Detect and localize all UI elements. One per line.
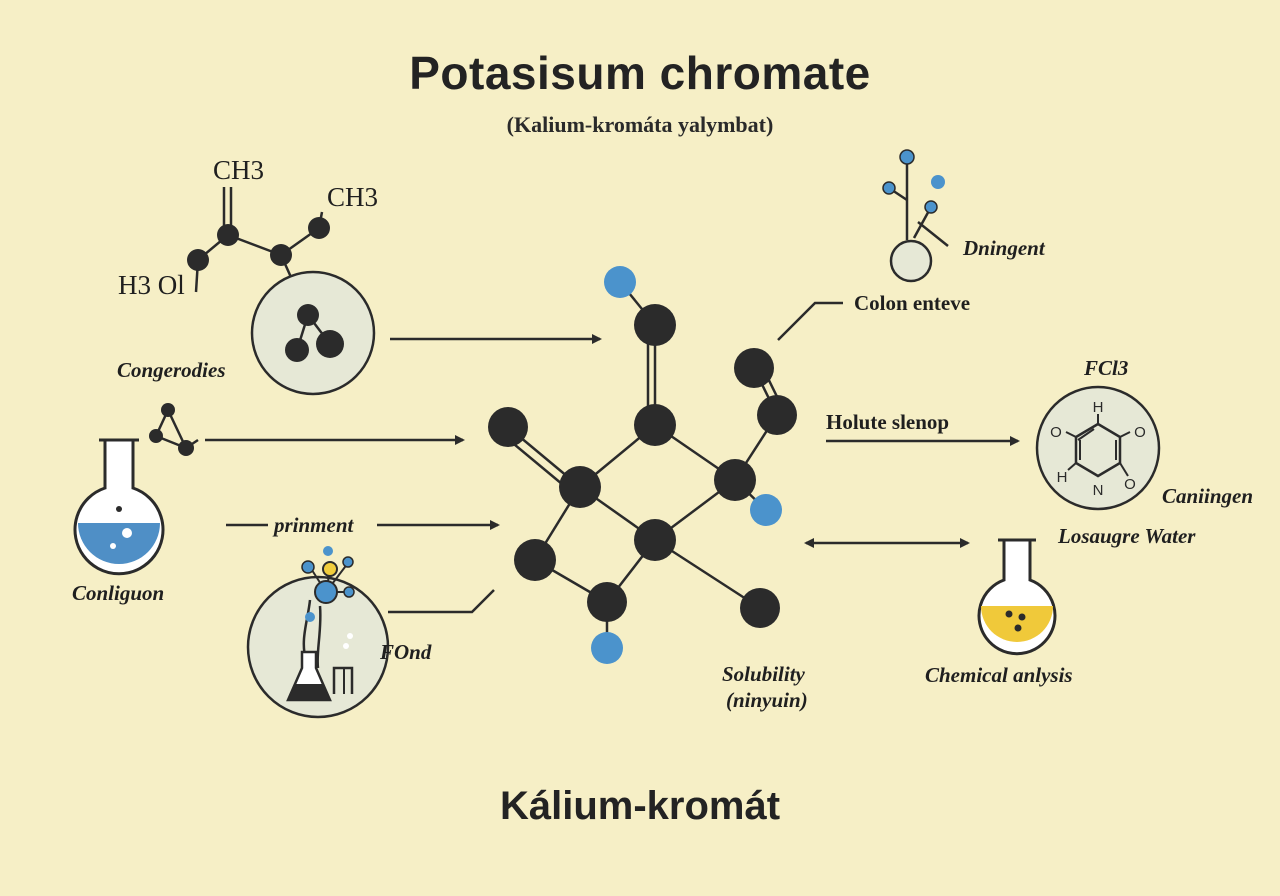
atom bbox=[559, 466, 601, 508]
flask-icon-blue bbox=[73, 438, 165, 576]
label-congerodies: Congerodies bbox=[117, 358, 226, 382]
atom bbox=[161, 403, 175, 417]
atom bbox=[316, 330, 344, 358]
central-atoms bbox=[488, 266, 797, 664]
ring-atom-o: O bbox=[1134, 424, 1146, 441]
label-prinment: prinment bbox=[274, 513, 354, 537]
label-solubility: Solubility bbox=[722, 662, 805, 686]
label-chemical-analysis: Chemical anlysis bbox=[925, 663, 1073, 687]
atom bbox=[149, 429, 163, 443]
page-subtitle: (Kalium-kromáta yalymbat) bbox=[506, 112, 774, 137]
atom bbox=[757, 395, 797, 435]
label-dningent: Dningent bbox=[963, 236, 1045, 260]
label-caniingen: Caniingen bbox=[1162, 484, 1254, 508]
atom bbox=[217, 224, 239, 246]
atom bbox=[270, 244, 292, 266]
footer-title: Kálium-kromát bbox=[499, 784, 781, 828]
formula-h3ol: H3 Ol bbox=[118, 270, 185, 300]
magnifier-circle-fond bbox=[246, 546, 390, 719]
atom-blue bbox=[604, 266, 636, 298]
atom-blue bbox=[750, 494, 782, 526]
atom-blue bbox=[882, 181, 896, 195]
atom bbox=[634, 404, 676, 446]
top-right-branch bbox=[888, 157, 949, 247]
atom bbox=[514, 539, 556, 581]
ring-atom-h: H bbox=[1057, 469, 1068, 486]
ring-atom-o: O bbox=[1124, 476, 1136, 493]
atom bbox=[488, 407, 528, 447]
atom bbox=[178, 440, 194, 456]
formula-fcl3: FCl3 bbox=[1084, 356, 1129, 380]
label-losaugre-water: Losaugre Water bbox=[1058, 524, 1196, 548]
formula-ch3-top: CH3 bbox=[213, 155, 265, 185]
atom-blue bbox=[591, 632, 623, 664]
ring-atom-o: O bbox=[1050, 424, 1062, 441]
atom bbox=[587, 582, 627, 622]
formula-ch3-right: CH3 bbox=[327, 182, 379, 212]
ring-structure-circle: H O O H N O bbox=[1035, 385, 1161, 511]
ring-atom-n: N bbox=[1093, 482, 1104, 499]
atom bbox=[740, 588, 780, 628]
atom bbox=[734, 348, 774, 388]
atom bbox=[714, 459, 756, 501]
atom bbox=[285, 338, 309, 362]
connector-line bbox=[388, 589, 495, 614]
connector-line bbox=[777, 301, 843, 341]
atom bbox=[297, 304, 319, 326]
page-title: Potasisum chromate bbox=[409, 47, 871, 99]
atom bbox=[187, 249, 209, 271]
small-molecule bbox=[154, 409, 199, 450]
atom-blue bbox=[924, 200, 938, 214]
atom bbox=[634, 304, 676, 346]
label-holute-slenop: Holute slenop bbox=[826, 410, 950, 434]
atom-blue bbox=[899, 149, 915, 165]
magnifier-circle-congerodies bbox=[250, 270, 376, 396]
label-conliguon: Conliguon bbox=[72, 581, 165, 605]
label-colon-enteve: Colon enteve bbox=[854, 291, 971, 315]
label-fond: FOnd bbox=[380, 640, 432, 664]
flask-icon-yellow bbox=[977, 538, 1057, 656]
atom-blue bbox=[931, 175, 945, 189]
atom bbox=[308, 217, 330, 239]
atom-yellow bbox=[322, 561, 338, 577]
ring-atom-h: H bbox=[1093, 399, 1104, 416]
bulb-circle bbox=[889, 239, 933, 283]
atom bbox=[634, 519, 676, 561]
label-solubility-sub: (ninyuin) bbox=[726, 688, 808, 712]
atom-blue bbox=[314, 580, 338, 604]
